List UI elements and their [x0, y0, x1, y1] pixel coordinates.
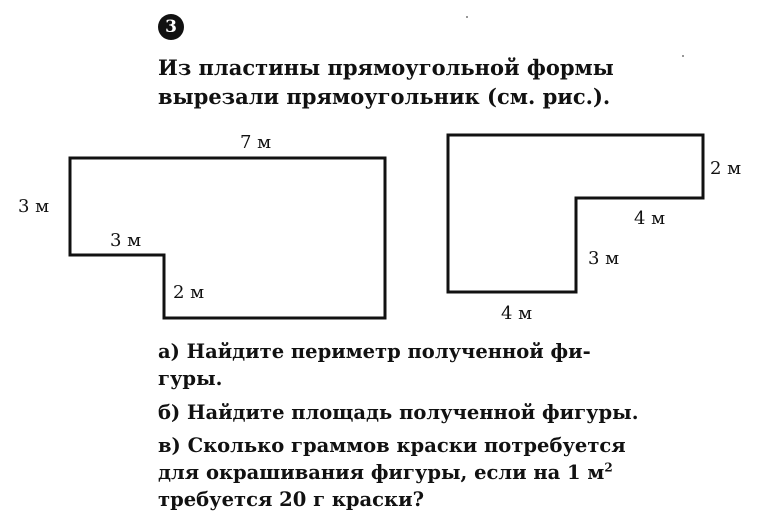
left-shape-outline	[68, 156, 387, 320]
left-notch-width-label: 3 м	[110, 230, 142, 251]
question-a: а) Найдите периметр полученной фи- гуры.	[158, 338, 718, 392]
question-c-line-3: требуется 20 г краски?	[158, 488, 425, 511]
question-a-line-2: гуры.	[158, 367, 223, 390]
intro-line-2: вырезали прямоугольник (см. рис.).	[158, 84, 611, 109]
problem-intro: Из пластины прямоугольной формы вырезали…	[158, 53, 718, 111]
question-c-line-2-text: для окрашивания фигуры, если на 1 м	[158, 461, 605, 484]
question-c: в) Сколько граммов краски потребуется дл…	[158, 432, 718, 513]
left-notch-height-label: 2 м	[173, 282, 205, 303]
right-bottom-label: 4 м	[501, 303, 533, 324]
question-a-line-1: а) Найдите периметр полученной фи-	[158, 340, 591, 363]
left-side-label: 3 м	[18, 196, 50, 217]
speck-dot	[466, 16, 468, 18]
left-top-label: 7 м	[240, 132, 272, 153]
question-b: б) Найдите площадь полученной фигуры.	[158, 401, 639, 424]
intro-line-1: Из пластины прямоугольной формы	[158, 55, 614, 80]
right-side-label: 2 м	[710, 158, 742, 179]
question-c-line-1: в) Сколько граммов краски потребуется	[158, 434, 626, 457]
speck-dot	[682, 55, 684, 57]
square-superscript: 2	[604, 460, 613, 475]
question-c-line-2: для окрашивания фигуры, если на 1 м2	[158, 459, 718, 486]
problem-number-badge: 3	[158, 14, 184, 40]
right-step-width-label: 4 м	[634, 208, 666, 229]
right-shape-outline	[446, 133, 705, 294]
right-step-height-label: 3 м	[588, 248, 620, 269]
